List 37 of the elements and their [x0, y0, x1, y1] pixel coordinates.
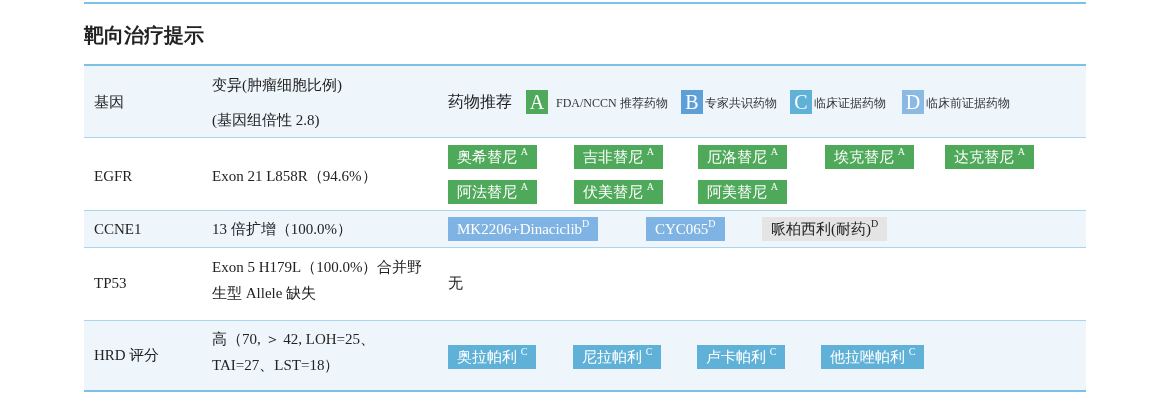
- drug-tag: 奥希替尼 $^{A}$: [448, 145, 537, 169]
- drug-tag: 卢卡帕利 $^{C}$: [697, 345, 786, 369]
- legend-text: 临床前证据药物: [926, 95, 1010, 112]
- title: 靶向治疗提示: [84, 22, 204, 49]
- legend-text: FDA/NCCN 推荐药物: [556, 95, 668, 112]
- variant-text: 13 倍扩增（100.0%）: [212, 220, 352, 239]
- gene-name: EGFR: [94, 167, 133, 186]
- variant-text: 高（70, ＞ 42, LOH=25、TAI=27、LST=18）: [212, 330, 377, 375]
- column-header: 基因: [94, 93, 124, 112]
- drug-tag: CYC065$^{D}$: [646, 217, 725, 241]
- gene-name: HRD 评分: [94, 346, 160, 365]
- drug-tag: 奥拉帕利 $^{C}$: [448, 345, 537, 369]
- column-header: 药物推荐: [448, 92, 512, 112]
- drug-tag: 他拉唑帕利 $^{C}$: [821, 345, 925, 369]
- drug-tag: 伏美替尼 $^{A}$: [574, 180, 663, 204]
- drug-tag: 埃克替尼 $^{A}$: [825, 145, 914, 169]
- drug-tag: 尼拉帕利 $^{C}$: [573, 345, 662, 369]
- column-header: 变异(肿瘤细胞比例): [212, 76, 342, 95]
- drug-tag: 阿美替尼 $^{A}$: [698, 180, 787, 204]
- variant-text: Exon 5 H179L（100.0%）合并野生型 Allele 缺失: [212, 258, 424, 303]
- legend-text: 临床证据药物: [814, 95, 886, 112]
- drug-tag: 吉非替尼 $^{A}$: [574, 145, 663, 169]
- drug-text: 无: [448, 274, 463, 293]
- drug-tag: MK2206+Dinaciclib$^{D}$: [448, 217, 599, 241]
- legend-swatch: A: [526, 90, 548, 114]
- legend-swatch: D: [902, 90, 924, 114]
- legend-text: 专家共识药物: [705, 95, 777, 112]
- legend-swatch: B: [681, 90, 703, 114]
- drug-tag: 厄洛替尼 $^{A}$: [698, 145, 787, 169]
- drug-tag: 哌柏西利(耐药)$^{D}$: [762, 217, 888, 241]
- gene-name: TP53: [94, 274, 127, 293]
- gene-name: CCNE1: [94, 220, 142, 239]
- column-header: (基因组倍性 2.8): [212, 111, 320, 130]
- legend-swatch: C: [790, 90, 812, 114]
- drug-tag: 达克替尼 $^{A}$: [945, 145, 1034, 169]
- variant-text: Exon 21 L858R（94.6%）: [212, 167, 377, 186]
- drug-tag: 阿法替尼 $^{A}$: [448, 180, 537, 204]
